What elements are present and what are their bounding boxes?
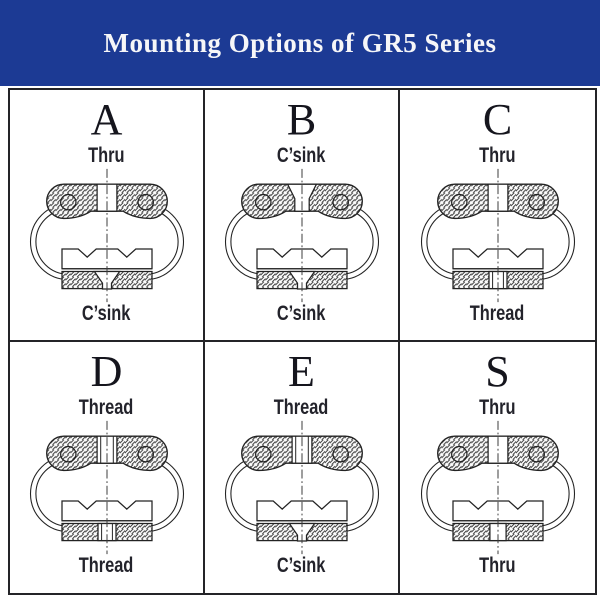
panel-c: C Thru Thread [400, 90, 595, 342]
panel-letter: A [90, 95, 123, 144]
page-title: Mounting Options of GR5 Series [103, 27, 497, 58]
bottom-mount-label: Thread [470, 302, 525, 326]
header-banner: Mounting Options of GR5 Series [0, 0, 600, 86]
panel-letter: D [90, 346, 123, 396]
top-mount-label: C’sink [277, 144, 326, 167]
bottom-mount-label: C’sink [82, 302, 131, 326]
bottom-mount-label: C’sink [277, 302, 326, 326]
top-mount-label: Thru [479, 395, 516, 419]
panel-letter: E [288, 346, 315, 396]
bottom-mount-label: Thru [479, 553, 516, 577]
panel-s: S Thru Thru [400, 341, 595, 593]
bottom-mount-label: C’sink [277, 553, 326, 577]
handle-drawing [417, 419, 579, 555]
top-mount-label: Thread [274, 395, 329, 419]
panel-d: D Thread Thread [10, 341, 205, 593]
mounting-options-grid: A Thru C’sink B C’sink C’sink C Thru Thr… [8, 88, 597, 595]
handle-drawing [221, 419, 383, 555]
panel-a: A Thru C’sink [10, 90, 205, 342]
handle-drawing [26, 419, 188, 555]
panel-letter: S [485, 346, 510, 396]
panel-e: E Thread C’sink [205, 341, 400, 593]
top-mount-label: Thru [479, 144, 516, 167]
panel-b: B C’sink C’sink [205, 90, 400, 342]
top-mount-label: Thru [88, 144, 125, 167]
panel-letter: B [286, 95, 317, 144]
top-mount-label: Thread [79, 395, 134, 419]
panel-letter: C [482, 95, 513, 144]
handle-drawing [26, 167, 188, 303]
handle-drawing [221, 167, 383, 303]
handle-drawing [417, 167, 579, 303]
bottom-mount-label: Thread [79, 553, 134, 577]
